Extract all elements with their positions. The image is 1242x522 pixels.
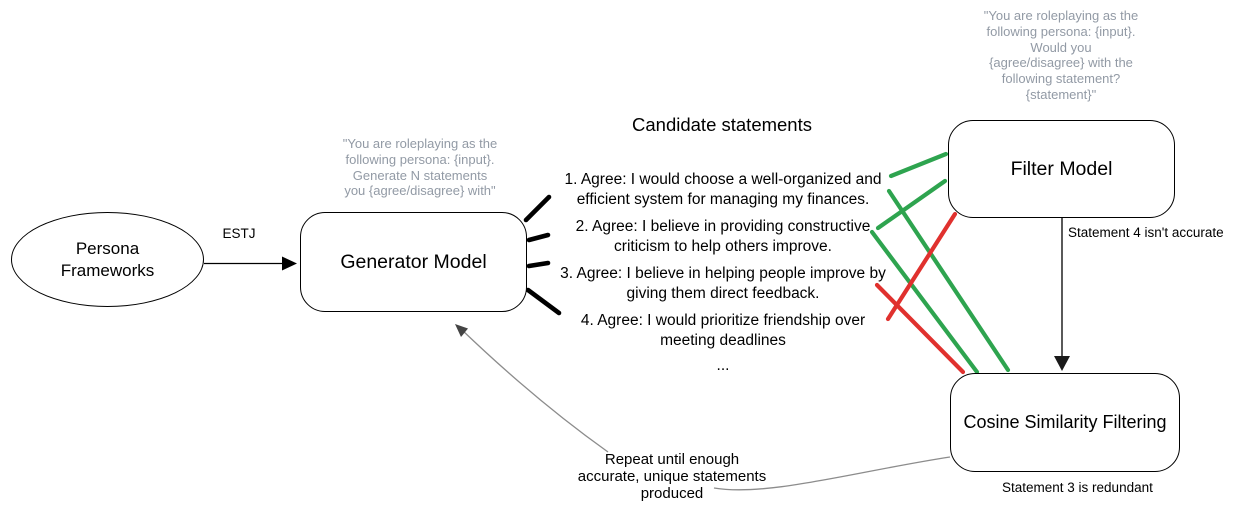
cosine-filtering-node: Cosine Similarity Filtering <box>950 373 1180 472</box>
arrowhead-repeat <box>455 324 468 337</box>
filter-rejection-note: Statement 4 isn't accurate <box>1068 225 1224 240</box>
edge-cosine-to-repeat-note <box>713 456 951 491</box>
estj-edge-label: ESTJ <box>222 226 256 241</box>
cosine-filtering-label: Cosine Similarity Filtering <box>963 412 1167 432</box>
arrowhead-cosine <box>1054 356 1070 371</box>
candidate-statements-list: 1. Agree: I would choose a well-organize… <box>545 170 901 374</box>
edge-repeat-to-generator <box>460 328 609 453</box>
filter-prompt-text: "You are roleplaying as the following pe… <box>983 8 1139 102</box>
edge-filter-rejects-stmt4 <box>885 211 958 322</box>
candidate-statement-3: 3. Agree: I believe in helping people im… <box>560 265 886 302</box>
edge-stmt2-to-filter-pass <box>875 178 948 231</box>
candidate-statement-1: 1. Agree: I would choose a well-organize… <box>564 171 882 208</box>
persona-frameworks-label: Persona Frameworks <box>60 238 155 280</box>
tick-statement-3 <box>526 260 551 269</box>
edge-cosine-rejects-stmt3 <box>874 282 966 375</box>
repeat-loop-note: Repeat until enough accurate, unique sta… <box>577 451 767 502</box>
edge-stmt2-to-cosine-pass <box>869 229 980 375</box>
generator-model-label: Generator Model <box>340 250 487 273</box>
generator-prompt-text: "You are roleplaying as the following pe… <box>342 136 498 199</box>
persona-frameworks-node: Persona Frameworks <box>11 212 204 307</box>
candidate-statements-heading: Candidate statements <box>632 114 812 135</box>
edge-stmt1-to-cosine-pass <box>886 188 1011 373</box>
filter-model-label: Filter Model <box>1010 157 1113 180</box>
candidate-statement-2: 2. Agree: I believe in providing constru… <box>575 218 871 255</box>
tick-statement-2 <box>526 232 551 243</box>
filter-model-node: Filter Model <box>948 120 1175 218</box>
cosine-rejection-note: Statement 3 is redundant <box>1002 480 1153 495</box>
edge-stmt1-to-filter-pass <box>888 151 949 179</box>
arrowhead-generator <box>282 256 297 271</box>
statements-ellipsis: ... <box>716 357 730 374</box>
tick-statement-1 <box>523 194 552 223</box>
tick-statement-4 <box>525 287 562 316</box>
generator-model-node: Generator Model <box>300 212 527 312</box>
candidate-statement-4: 4. Agree: I would prioritize friendship … <box>580 312 866 349</box>
